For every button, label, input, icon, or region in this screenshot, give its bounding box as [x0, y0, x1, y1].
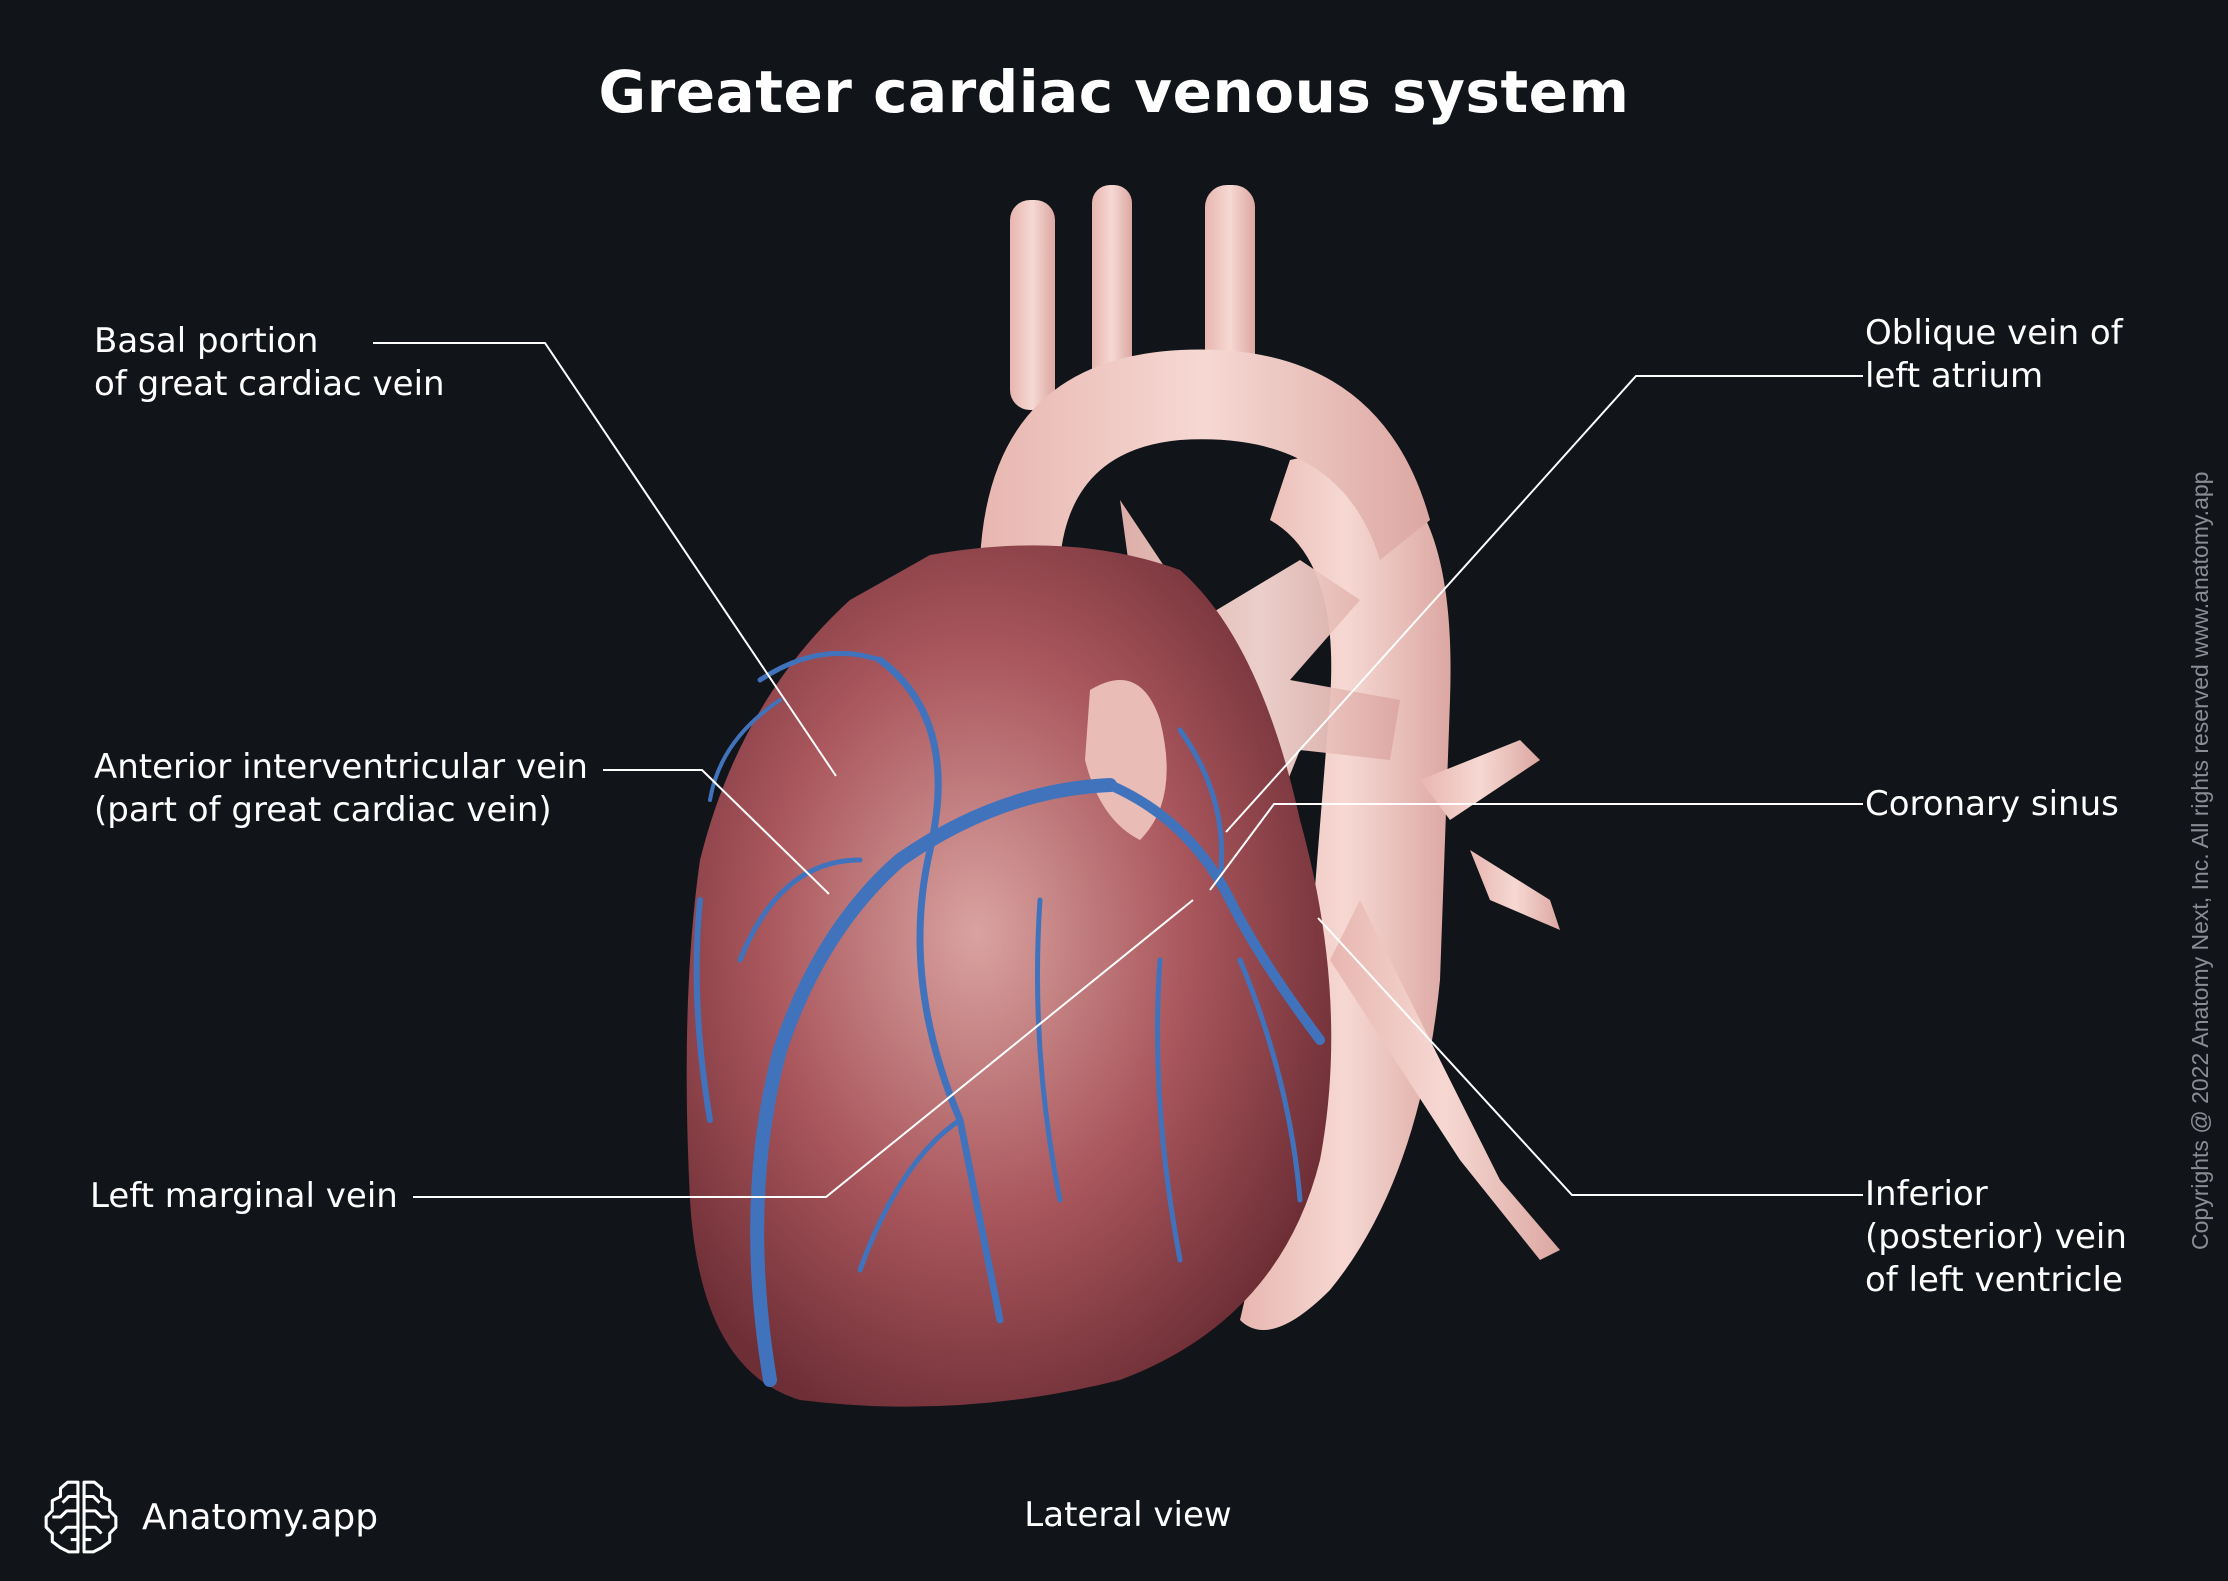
view-caption: Lateral view	[1024, 1495, 1232, 1535]
label-line: left atrium	[1865, 356, 2044, 396]
label-line: (posterior) vein	[1865, 1217, 2127, 1257]
label-line: Oblique vein of	[1865, 313, 2123, 353]
label-inferior-vein: Inferior (posterior) vein of left ventri…	[1865, 1173, 2127, 1302]
label-basal-portion: Basal portion of great cardiac vein	[94, 320, 445, 406]
label-coronary-sinus: Coronary sinus	[1865, 783, 2119, 826]
label-line: of left ventricle	[1865, 1260, 2123, 1300]
diagram-title: Greater cardiac venous system	[598, 58, 1630, 126]
brain-icon	[44, 1480, 118, 1554]
brand-name: Anatomy.app	[142, 1496, 379, 1538]
label-line: Left marginal vein	[90, 1176, 398, 1216]
label-oblique-vein: Oblique vein of left atrium	[1865, 312, 2123, 398]
brand[interactable]: Anatomy.app	[40, 1476, 378, 1558]
label-line: Inferior	[1865, 1174, 1988, 1214]
label-line: Coronary sinus	[1865, 784, 2119, 824]
label-line: Basal portion	[94, 321, 319, 361]
label-anterior-interventricular: Anterior interventricular vein (part of …	[94, 746, 588, 832]
label-line: Anterior interventricular vein	[94, 747, 588, 787]
label-line: of great cardiac vein	[94, 364, 445, 404]
copyright-notice: Copyrights @ 2022 Anatomy Next, Inc. All…	[2187, 471, 2213, 1250]
label-left-marginal: Left marginal vein	[90, 1175, 398, 1218]
label-line: (part of great cardiac vein)	[94, 790, 552, 830]
